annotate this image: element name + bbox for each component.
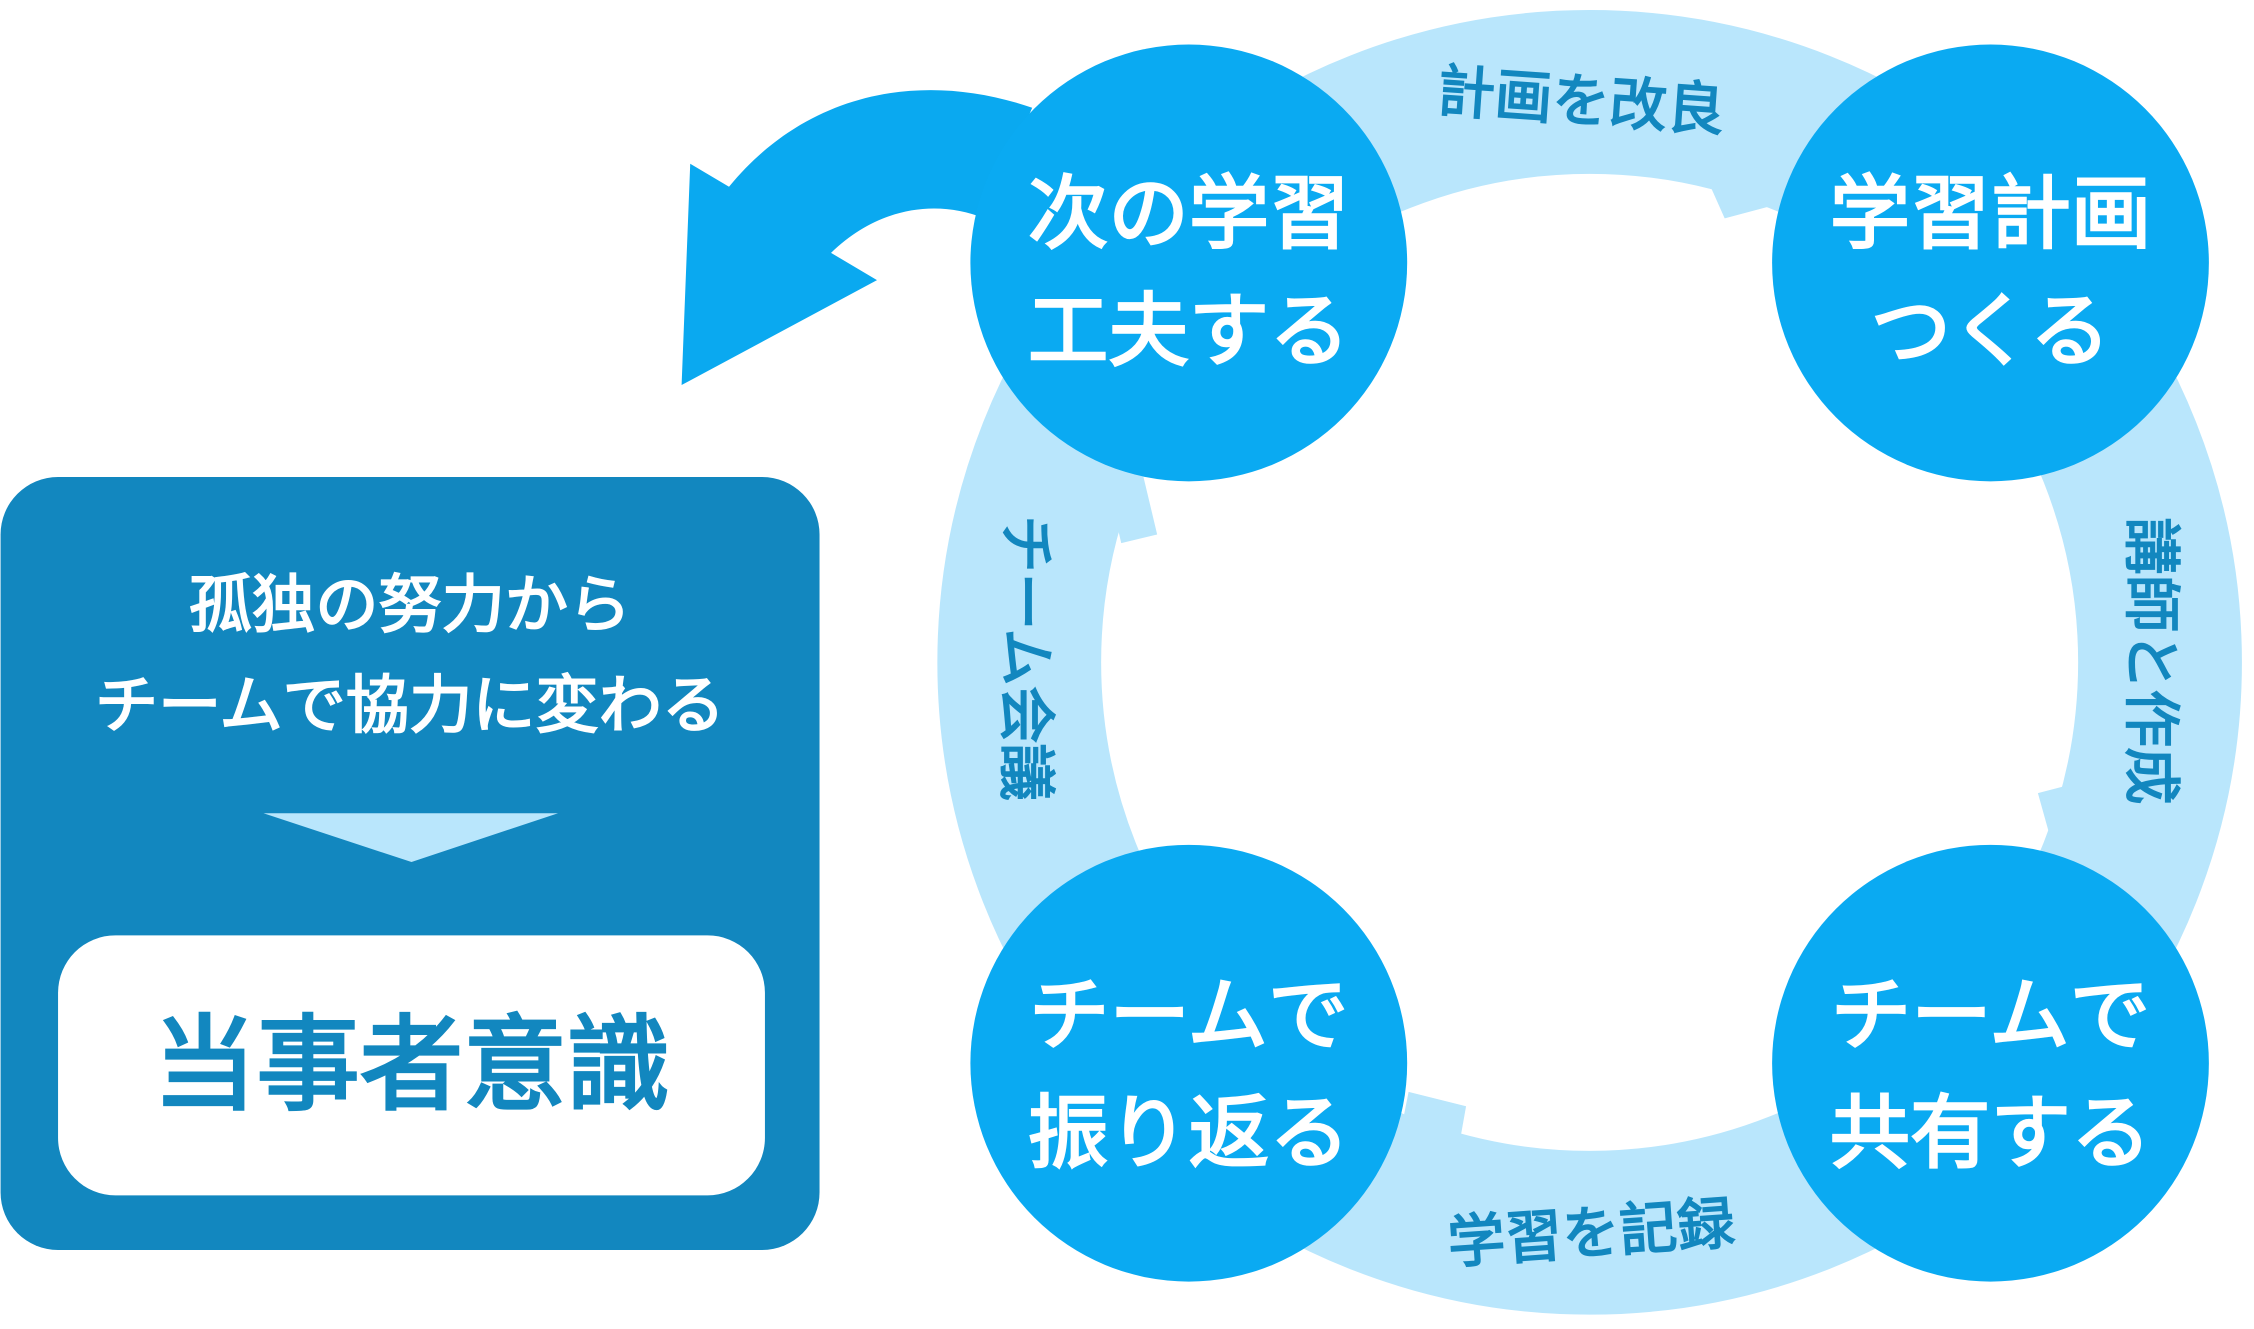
step-plan-line1: 学習計画 bbox=[1830, 166, 2152, 260]
ring-arrowhead bbox=[1401, 1091, 1467, 1147]
step-share-line1: チームで bbox=[1831, 968, 2150, 1062]
return-arrow bbox=[681, 90, 1033, 386]
step-share-line2: 共有する bbox=[1830, 1086, 2152, 1180]
step-plan-line2: つくる bbox=[1871, 284, 2111, 378]
transition-label-right: 講師と作成 bbox=[2117, 517, 2184, 804]
ring-arrowhead bbox=[1106, 474, 1158, 544]
transition-label-left: チーム会議 bbox=[992, 515, 1059, 801]
cycle-ring bbox=[937, 10, 2242, 1315]
summary-line2: チームで協力に変わる bbox=[95, 668, 725, 742]
result-text: 当事者意識 bbox=[153, 1006, 670, 1126]
step-improve-line2: 工夫する bbox=[1028, 284, 1350, 378]
ring-arrowhead bbox=[1707, 160, 1790, 219]
ring-arrowhead bbox=[2037, 783, 2092, 855]
summary-line1: 孤独の努力から bbox=[189, 567, 631, 641]
down-arrow-icon bbox=[263, 813, 559, 863]
step-review-line2: 振り返る bbox=[1028, 1086, 1350, 1180]
step-circle-review bbox=[970, 844, 1408, 1282]
step-circle-plan bbox=[1772, 44, 2209, 482]
step-improve-line1: 次の学習 bbox=[1028, 166, 1350, 260]
result-box bbox=[58, 935, 765, 1196]
step-circle-share bbox=[1772, 844, 2209, 1282]
step-circle-improve bbox=[970, 44, 1408, 482]
step-review-line1: チームで bbox=[1029, 968, 1348, 1062]
